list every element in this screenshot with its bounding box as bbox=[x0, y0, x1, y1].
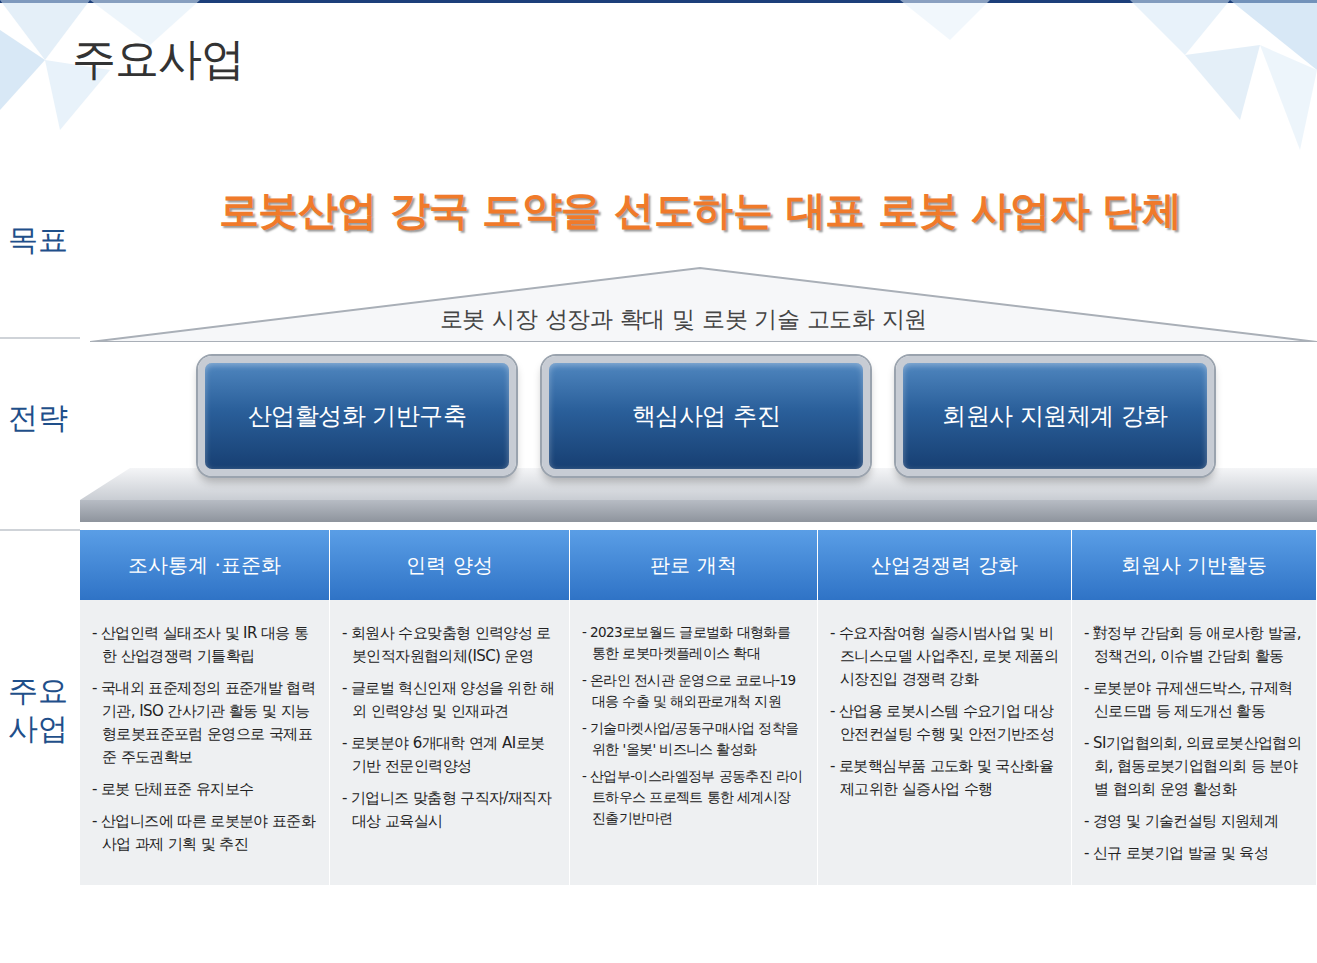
column-heading: 회원사 기반활동 bbox=[1121, 552, 1267, 579]
strategy-box: 핵심사업 추진 bbox=[542, 356, 870, 476]
strategy-box: 산업활성화 기반구축 bbox=[198, 356, 516, 476]
strategy-text: 회원사 지원체계 강화 bbox=[932, 400, 1178, 432]
column-header: 회원사 기반활동 bbox=[1072, 530, 1316, 600]
row-label: 주요 사업 bbox=[8, 672, 72, 747]
column-heading: 산업경쟁력 강화 bbox=[871, 552, 1017, 579]
row-separator bbox=[0, 337, 80, 339]
business-item: - SI기업협의회, 의료로봇산업협의회, 협동로봇기업협의회 등 분야별 협의… bbox=[1084, 732, 1306, 801]
business-item: - 신규 로봇기업 발굴 및 육성 bbox=[1084, 842, 1306, 865]
business-item: - 글로벌 혁신인재 양성을 위한 해외 인력양성 및 인재파견 bbox=[342, 677, 559, 723]
business-item: - 산업니즈에 따른 로봇분야 표준화 사업 과제 기획 및 추진 bbox=[92, 810, 319, 856]
business-column: 산업경쟁력 강화 - 수요자참여형 실증시범사업 및 비즈니스모델 사업추진, 로… bbox=[818, 530, 1072, 885]
row-label: 목표 bbox=[8, 220, 68, 261]
business-item: - 산업인력 실태조사 및 IR 대응 통한 산업경쟁력 기틀확립 bbox=[92, 622, 319, 668]
business-item: - 로봇분야 규제샌드박스, 규제혁신로드맵 등 제도개선 활동 bbox=[1084, 677, 1306, 723]
column-header: 조사통계 ·표준화 bbox=[80, 530, 329, 600]
roof-triangle bbox=[90, 268, 1317, 342]
column-heading: 조사통계 ·표준화 bbox=[128, 552, 281, 579]
strategy-box: 회원사 지원체계 강화 bbox=[896, 356, 1214, 476]
platform-front bbox=[80, 500, 1317, 522]
column-body: - 수요자참여형 실증시범사업 및 비즈니스모델 사업추진, 로봇 제품의 시장… bbox=[818, 600, 1071, 820]
business-item: - 로봇 단체표준 유지보수 bbox=[92, 778, 319, 801]
column-header: 판로 개척 bbox=[570, 530, 817, 600]
business-item: - 회원사 수요맞춤형 인력양성 로봇인적자원협의체(ISC) 운영 bbox=[342, 622, 559, 668]
business-item: - 기업니즈 맞춤형 구직자/재직자 대상 교육실시 bbox=[342, 787, 559, 833]
strategy-text: 핵심사업 추진 bbox=[622, 400, 790, 432]
column-body: - 2023로보월드 글로벌화 대형화를 통한 로봇마켓플레이스 확대 - 온라인… bbox=[570, 600, 817, 845]
column-body: - 회원사 수요맞춤형 인력양성 로봇인적자원협의체(ISC) 운영 - 글로벌 … bbox=[330, 600, 569, 852]
column-heading: 인력 양성 bbox=[406, 552, 492, 579]
business-column: 판로 개척 - 2023로보월드 글로벌화 대형화를 통한 로봇마켓플레이스 확대… bbox=[570, 530, 818, 885]
row-separator bbox=[0, 529, 80, 531]
page-title: 주요사업 bbox=[72, 30, 244, 89]
business-item: - 2023로보월드 글로벌화 대형화를 통한 로봇마켓플레이스 확대 bbox=[582, 622, 807, 664]
column-body: - 對정부 간담회 등 애로사항 발굴, 정책건의, 이슈별 간담회 활동 - 로… bbox=[1072, 600, 1316, 884]
roof-shape: 로봇 시장 성장과 확대 및 로봇 기술 고도화 지원 bbox=[90, 266, 1317, 342]
goal-headline: 로봇산업 강국 도약을 선도하는 대표 로봇 사업자 단체 bbox=[100, 183, 1300, 238]
business-item: - 온라인 전시관 운영으로 코로나-19 대응 수출 및 해외판로개척 지원 bbox=[582, 670, 807, 712]
column-header: 산업경쟁력 강화 bbox=[818, 530, 1071, 600]
strategy-text: 산업활성화 기반구축 bbox=[238, 400, 477, 432]
business-item: - 로봇핵심부품 고도화 및 국산화율 제고위한 실증사업 수행 bbox=[830, 755, 1061, 801]
corner-facets bbox=[0, 0, 1317, 150]
business-item: - 경영 및 기술컨설팅 지원체계 bbox=[1084, 810, 1306, 833]
business-column: 조사통계 ·표준화 - 산업인력 실태조사 및 IR 대응 통한 산업경쟁력 기틀… bbox=[80, 530, 330, 885]
business-item: - 국내외 표준제정의 표준개발 협력기관, ISO 간사기관 활동 및 지능형… bbox=[92, 677, 319, 769]
column-body: - 산업인력 실태조사 및 IR 대응 통한 산업경쟁력 기틀확립 - 국내외 표… bbox=[80, 600, 329, 875]
business-item: - 對정부 간담회 등 애로사항 발굴, 정책건의, 이슈별 간담회 활동 bbox=[1084, 622, 1306, 668]
column-heading: 판로 개척 bbox=[650, 552, 736, 579]
business-item: - 수요자참여형 실증시범사업 및 비즈니스모델 사업추진, 로봇 제품의 시장… bbox=[830, 622, 1061, 691]
roof-text: 로봇 시장 성장과 확대 및 로봇 기술 고도화 지원 bbox=[90, 304, 1277, 335]
business-item: - 산업용 로봇시스템 수요기업 대상 안전컨설팅 수행 및 안전기반조성 bbox=[830, 700, 1061, 746]
business-item: - 산업부-이스라엘정부 공동추진 라이트하우스 프로젝트 통한 세계시장 진출… bbox=[582, 766, 807, 829]
row-label: 전략 bbox=[8, 398, 68, 439]
column-header: 인력 양성 bbox=[330, 530, 569, 600]
business-column: 회원사 기반활동 - 對정부 간담회 등 애로사항 발굴, 정책건의, 이슈별 간… bbox=[1072, 530, 1317, 885]
business-item: - 기술마켓사업/공동구매사업 정착을 위한 '올봇' 비즈니스 활성화 bbox=[582, 718, 807, 760]
business-column: 인력 양성- 회원사 수요맞춤형 인력양성 로봇인적자원협의체(ISC) 운영-… bbox=[330, 530, 570, 885]
business-item: - 로봇분야 6개대학 연계 AI로봇 기반 전문인력양성 bbox=[342, 732, 559, 778]
